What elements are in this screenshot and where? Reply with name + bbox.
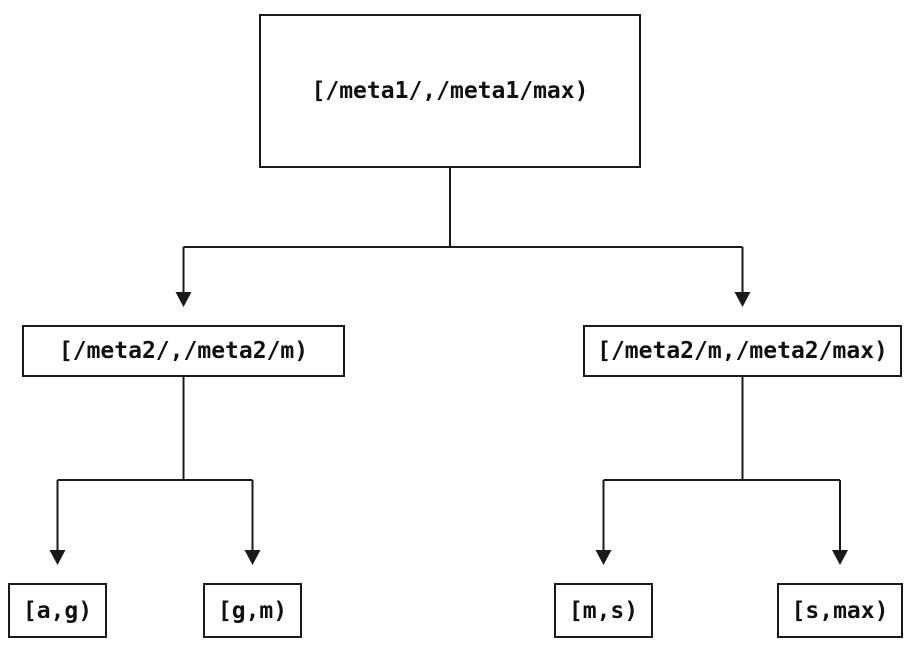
node-leaf-smax: [s,max)	[777, 583, 903, 638]
node-meta2-left: [/meta2/,/meta2/m)	[22, 325, 345, 377]
node-leaf-ag: [a,g)	[8, 583, 107, 638]
node-meta2-right: [/meta2/m,/meta2/max)	[583, 325, 902, 377]
arrowhead-leaf-ag-icon	[49, 550, 66, 565]
arrowhead-leaf-gm-icon	[244, 550, 261, 565]
node-root: [/meta1/,/meta1/max)	[259, 14, 641, 168]
arrowhead-leaf-ms-icon	[595, 550, 612, 565]
node-leaf-ms: [m,s)	[554, 583, 653, 638]
arrowhead-meta2-right-icon	[734, 292, 751, 307]
node-leaf-gm: [g,m)	[203, 583, 302, 638]
arrowhead-meta2-left-icon	[175, 292, 192, 307]
arrowhead-leaf-smax-icon	[832, 550, 848, 565]
